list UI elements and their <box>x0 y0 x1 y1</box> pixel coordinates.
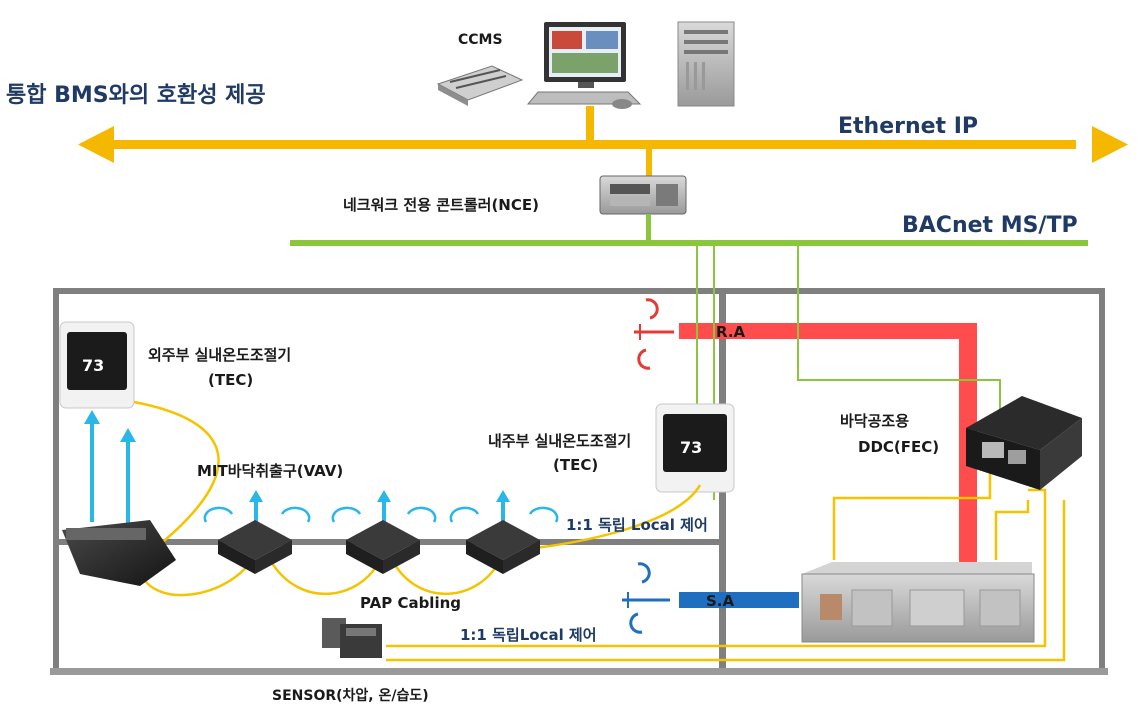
ddc-label-1: 바닥공조용 <box>840 412 909 430</box>
outer-tec-label-1: 외주부 실내온도조절기 <box>148 346 291 364</box>
supply-air-label: S.A <box>706 592 735 610</box>
pap-cabling-label: PAP Cabling <box>360 594 461 612</box>
supply-air-duct <box>679 592 799 608</box>
return-air-damper-icon <box>634 298 674 370</box>
inner-thermostat-display: 73 <box>680 438 702 457</box>
vav-label: MIT바닥취출구(VAV) <box>197 462 343 480</box>
sensor-label: SENSOR(차압, 온/습도) <box>272 688 429 704</box>
vav-unit-1 <box>218 520 292 574</box>
nce-ethernet-link <box>646 148 652 178</box>
return-air-duct <box>679 323 977 563</box>
ddc-label-2: DDC(FEC) <box>858 438 939 456</box>
bacnet-drops <box>696 246 1001 500</box>
supply-air-damper-icon <box>622 562 670 634</box>
return-air-label: R.A <box>716 323 746 341</box>
outer-thermostat-icon <box>59 321 135 409</box>
ccms-server-icon <box>677 21 735 107</box>
outer-thermostat-display: 73 <box>82 356 104 375</box>
ethernet-label: Ethernet IP <box>838 114 978 139</box>
nce-label: 네크워크 전용 콘트롤러(NCE) <box>343 196 539 214</box>
headline: 통합 BMS와의 호환성 제공 <box>6 82 266 108</box>
bacnet-bus <box>290 240 1088 246</box>
ccms-label: CCMS <box>458 32 503 48</box>
outer-tec-label-2: (TEC) <box>208 371 253 389</box>
airflow-arrows <box>84 410 510 536</box>
local-control-label-1: 1:1 독립 Local 제어 <box>566 516 708 534</box>
ethernet-bus <box>78 126 1128 163</box>
local-control-label-2: 1:1 독립Local 제어 <box>460 626 597 644</box>
ccms-console-icon <box>436 65 524 106</box>
ccms-monitor-icon <box>526 22 642 109</box>
nce-controller-icon <box>599 175 687 215</box>
vav-unit-3 <box>466 520 540 574</box>
ccms-link <box>586 106 594 142</box>
bacnet-label: BACnet MS/TP <box>902 213 1078 238</box>
pap-cabling <box>133 400 1066 662</box>
vav-unit-outer <box>62 520 176 586</box>
nce-bacnet-link <box>646 214 651 242</box>
sensor-icon <box>322 618 382 658</box>
air-handling-unit-icon <box>801 562 1035 643</box>
ddc-controller-icon <box>966 396 1082 490</box>
airflow-curl-icons <box>203 506 559 523</box>
inner-tec-label-2: (TEC) <box>553 456 598 474</box>
vav-unit-2 <box>346 520 420 574</box>
inner-tec-label-1: 내주부 실내온도조절기 <box>488 432 631 450</box>
